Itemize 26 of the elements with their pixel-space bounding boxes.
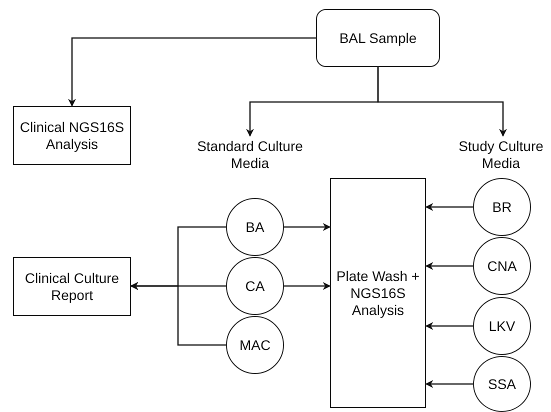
arrow	[425, 262, 473, 270]
arrow	[425, 380, 473, 388]
node-text: CA	[245, 278, 265, 294]
arrow	[130, 282, 226, 346]
node-text: BAL Sample	[339, 30, 417, 46]
node-text: MAC	[239, 336, 271, 354]
node-text: Clinical Culture Report	[24, 270, 120, 304]
arrow	[425, 322, 473, 330]
node-text: CNA	[487, 258, 517, 274]
node-text: BA	[246, 218, 264, 236]
process-box	[316, 9, 440, 67]
node-text: Plate Wash + NGS16S Analysis	[335, 268, 421, 318]
arrow	[284, 223, 331, 231]
arrow	[68, 37, 316, 107]
branch-label: Study Culture Media	[451, 136, 551, 174]
node-text: Clinical NGS16S Analysis	[18, 118, 126, 152]
process-box	[13, 106, 131, 165]
branch-label: Standard Culture Media	[188, 136, 312, 174]
node-text: BR	[492, 198, 512, 216]
process-box	[13, 257, 131, 316]
arrow	[284, 282, 331, 290]
arrow	[377, 67, 507, 137]
node-text: SSA	[488, 376, 516, 392]
node-text: LKV	[488, 318, 516, 334]
arrow	[425, 203, 473, 211]
process-box	[330, 178, 426, 408]
